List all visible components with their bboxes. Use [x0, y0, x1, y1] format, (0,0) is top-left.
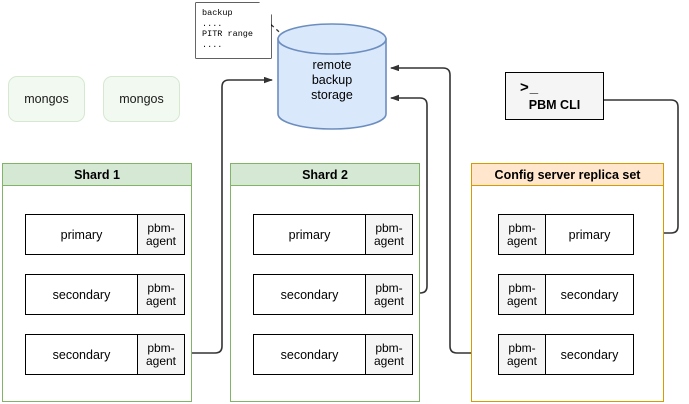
pbm-agent-line-1: pbm-: [375, 280, 403, 295]
node-shard-2-secondary-2[interactable]: secondary pbm- agent: [253, 334, 413, 375]
pbm-agent-line-2: agent: [506, 233, 538, 248]
node-config-primary[interactable]: pbm- agent primary: [498, 214, 634, 255]
pbm-agent-line-2: agent: [373, 233, 405, 248]
group-header-shard-2: Shard 2: [230, 163, 420, 186]
pbm-cli-label: PBM CLI: [528, 98, 581, 112]
node-shard-1-secondary-1[interactable]: secondary pbm- agent: [25, 274, 185, 315]
group-shard-1: Shard 1 primary pbm- agent secondary pbm…: [2, 163, 192, 402]
backup-note: backup .... PITR range ....: [196, 3, 271, 58]
node-role-label: primary: [288, 227, 331, 242]
node-role-label: secondary: [560, 347, 619, 362]
pbm-agent-line-2: agent: [373, 353, 405, 368]
group-header-shard-1: Shard 1: [2, 163, 192, 186]
pbm-agent-cell[interactable]: pbm- agent: [137, 215, 184, 254]
remote-backup-storage-shape: [277, 23, 387, 130]
pbm-agent-line-2: agent: [506, 293, 538, 308]
pbm-agent-line-2: agent: [506, 353, 538, 368]
connector-shard1-to-storage: [183, 76, 273, 354]
mongos-label: mongos: [119, 92, 164, 106]
pbm-cli-box[interactable]: >_ PBM CLI: [505, 72, 604, 120]
node-shard-1-primary[interactable]: primary pbm- agent: [25, 214, 185, 255]
pbm-agent-cell[interactable]: pbm- agent: [499, 215, 546, 254]
group-title: Config server replica set: [494, 167, 641, 182]
pbm-agent-cell[interactable]: pbm- agent: [137, 335, 184, 374]
pbm-agent-cell[interactable]: pbm- agent: [365, 215, 412, 254]
storage-label: remote backup storage: [278, 58, 386, 103]
note-line-3: PITR range: [202, 29, 254, 39]
connector-config-to-storage: [390, 64, 497, 354]
node-config-secondary-1[interactable]: pbm- agent secondary: [498, 274, 634, 315]
mongos-label: mongos: [24, 92, 69, 106]
note-line-4: ....: [202, 39, 223, 50]
pbm-agent-line-1: pbm-: [147, 280, 175, 295]
note-line-1: backup: [202, 8, 233, 18]
pbm-agent-line-2: agent: [145, 233, 177, 248]
node-shard-2-secondary-1[interactable]: secondary pbm- agent: [253, 274, 413, 315]
mongos-node-2[interactable]: mongos: [103, 76, 180, 122]
node-shard-2-primary[interactable]: primary pbm- agent: [253, 214, 413, 255]
pbm-agent-line-1: pbm-: [508, 220, 536, 235]
pbm-agent-cell[interactable]: pbm- agent: [365, 335, 412, 374]
pbm-agent-line-1: pbm-: [147, 220, 175, 235]
node-config-secondary-2[interactable]: pbm- agent secondary: [498, 334, 634, 375]
group-title: Shard 2: [302, 167, 348, 182]
node-role-label: secondary: [52, 347, 111, 362]
pbm-agent-line-2: agent: [145, 353, 177, 368]
storage-label-line-3: storage: [311, 88, 353, 102]
pbm-agent-line-1: pbm-: [375, 220, 403, 235]
node-role-label: primary: [60, 227, 103, 242]
pbm-agent-cell[interactable]: pbm- agent: [137, 275, 184, 314]
group-config-server: Config server replica set pbm- agent pri…: [471, 163, 664, 402]
terminal-prompt-icon: >_: [520, 79, 540, 96]
pbm-agent-cell[interactable]: pbm- agent: [365, 275, 412, 314]
pbm-agent-cell[interactable]: pbm- agent: [499, 335, 546, 374]
connector-shard2-to-storage: [390, 94, 428, 294]
node-role-label: secondary: [280, 347, 339, 362]
pbm-agent-cell[interactable]: pbm- agent: [499, 275, 546, 314]
pbm-agent-line-2: agent: [145, 293, 177, 308]
pbm-agent-line-1: pbm-: [508, 340, 536, 355]
group-header-config-server: Config server replica set: [471, 163, 664, 186]
pbm-agent-line-1: pbm-: [508, 280, 536, 295]
pbm-agent-line-1: pbm-: [147, 340, 175, 355]
node-role-label: secondary: [52, 287, 111, 302]
connector-cli-to-config: [604, 99, 679, 237]
group-title: Shard 1: [74, 167, 120, 182]
storage-label-line-1: remote: [312, 58, 352, 72]
node-shard-1-secondary-2[interactable]: secondary pbm- agent: [25, 334, 185, 375]
node-role-label: secondary: [280, 287, 339, 302]
mongos-node-1[interactable]: mongos: [8, 76, 85, 122]
node-role-label: secondary: [560, 287, 619, 302]
node-role-label: primary: [568, 227, 611, 242]
pbm-agent-line-2: agent: [373, 293, 405, 308]
group-shard-2: Shard 2 primary pbm- agent secondary pbm…: [230, 163, 420, 402]
note-line-2: ....: [202, 18, 223, 29]
pbm-agent-line-1: pbm-: [375, 340, 403, 355]
storage-label-line-2: backup: [311, 73, 353, 87]
